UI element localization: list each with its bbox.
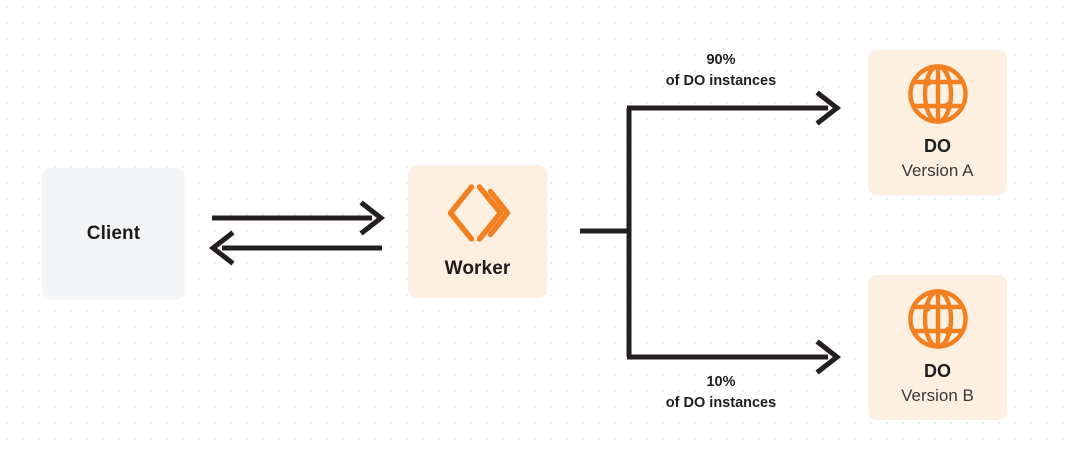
node-do-version-a-label: DO	[924, 136, 951, 157]
node-client[interactable]: Client	[42, 168, 185, 300]
node-do-version-a-sublabel: Version A	[901, 160, 974, 180]
edge-label-do-a-percent: 90%	[706, 52, 736, 68]
edge-worker-branch-trunk	[580, 108, 632, 357]
edge-worker-to-client	[208, 230, 382, 266]
edge-label-do-a-description: of DO instances	[665, 73, 777, 90]
edge-worker-to-do-a	[627, 90, 842, 126]
node-worker[interactable]: Worker	[408, 165, 547, 298]
cloudflare-workers-icon	[445, 182, 511, 244]
edge-label-do-b-percent: 10%	[706, 374, 736, 390]
node-client-label: Client	[86, 222, 141, 244]
edge-label-do-b: 10% of DO instances	[624, 372, 818, 414]
node-do-version-b-label: DO	[924, 361, 951, 382]
node-do-version-a[interactable]: DO Version A	[868, 50, 1007, 195]
durable-object-globe-icon	[907, 288, 969, 350]
edge-label-do-a: 90% of DO instances	[624, 50, 818, 92]
node-do-version-b-sublabel: Version B	[901, 385, 974, 405]
edge-client-to-worker	[212, 200, 386, 236]
edge-worker-to-do-b	[627, 339, 842, 375]
edge-label-do-b-description: of DO instances	[665, 395, 777, 412]
node-do-version-b[interactable]: DO Version B	[868, 275, 1007, 420]
durable-object-globe-icon	[907, 63, 969, 125]
node-worker-label: Worker	[444, 258, 511, 280]
